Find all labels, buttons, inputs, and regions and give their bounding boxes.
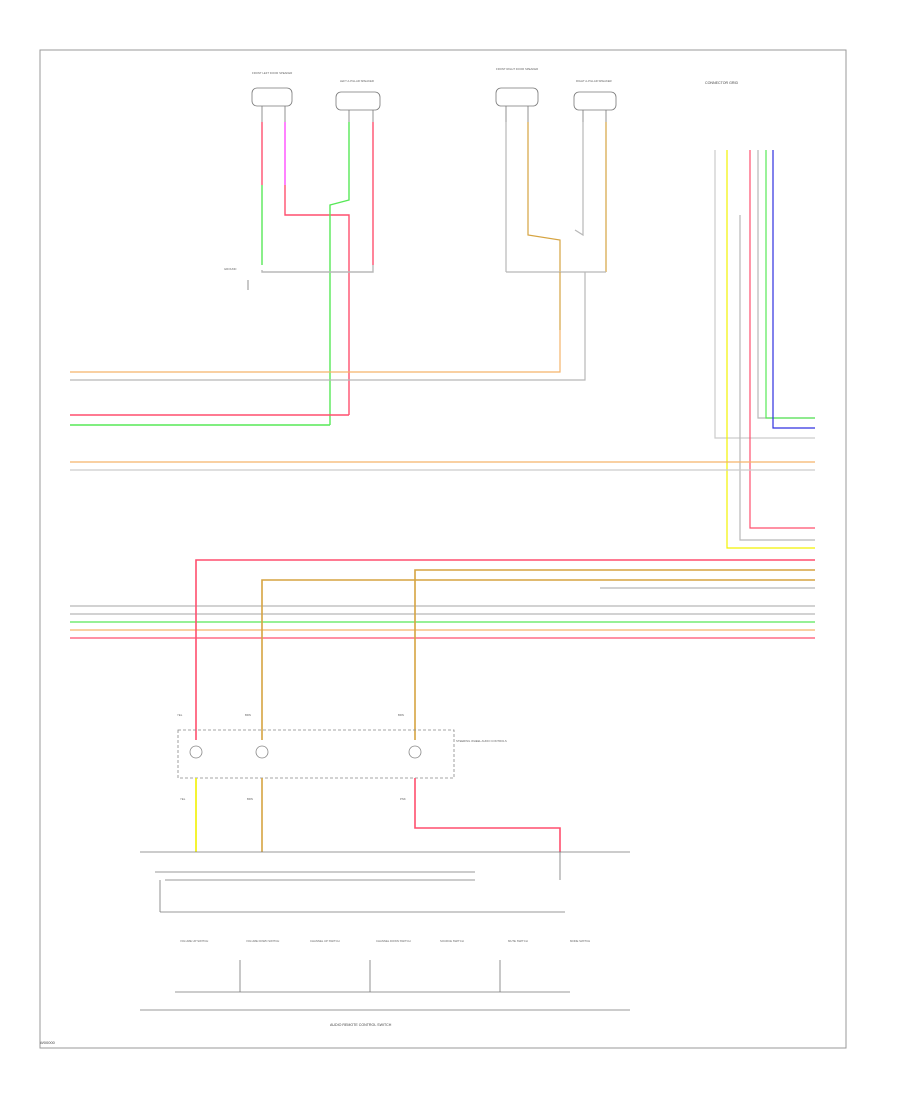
switch-label: MODE SWITCH — [570, 939, 590, 943]
module-pin-label: BRN — [398, 713, 404, 717]
module-pin-label: YEL — [180, 797, 186, 801]
module-pin-label: BRN — [245, 713, 251, 717]
module-pin-label: BRN — [247, 797, 253, 801]
module-label: STEERING WHEEL AUDIO CONTROLS — [456, 739, 507, 743]
switch-assembly — [140, 851, 630, 1011]
speaker-group-right: FRONT RIGHT DOOR SPEAKER RIGHT A-PILLAR … — [495, 67, 617, 122]
speaker-front-left-door: FRONT LEFT DOOR SPEAKER — [251, 71, 293, 122]
wires-module-output — [195, 778, 561, 852]
switch-labels: VOLUME UP SWITCH VOLUME DOWN SWITCH CHAN… — [180, 939, 590, 943]
wires-right-speakers — [70, 122, 607, 381]
switch-label: VOLUME DOWN SWITCH — [246, 939, 279, 943]
speaker-left-a-pillar: LEFT A-PILLAR SPEAKER — [335, 79, 381, 122]
switch-label: MUTE SWITCH — [508, 939, 528, 943]
speaker-label: LEFT A-PILLAR SPEAKER — [340, 79, 374, 83]
wires-horizontal-bus — [70, 461, 815, 740]
connector-title: CONNECTOR GRID — [705, 81, 738, 85]
speaker-label: FRONT LEFT DOOR SPEAKER — [252, 71, 292, 75]
ground-symbol: GROUND — [224, 267, 249, 290]
speaker-label: RIGHT A-PILLAR SPEAKER — [576, 79, 612, 83]
switch-label: CHANNEL DOWN SWITCH — [376, 939, 411, 943]
speaker-right-a-pillar: RIGHT A-PILLAR SPEAKER — [573, 79, 617, 122]
switch-label: CHANNEL UP SWITCH — [310, 939, 340, 943]
wires-left-speakers — [70, 122, 374, 426]
audio-control-module: STEERING WHEEL AUDIO CONTROLS YEL BRN BR… — [177, 713, 507, 801]
footer-code: W00000 — [40, 1040, 55, 1045]
switch-assembly-title: AUDIO REMOTE CONTROL SWITCH — [330, 1023, 392, 1027]
switch-label: VOLUME UP SWITCH — [180, 939, 208, 943]
module-pin-label: YEL — [177, 713, 183, 717]
diagram-frame — [39, 49, 847, 1049]
module-pin-label: PNK — [400, 797, 406, 801]
speaker-label: FRONT RIGHT DOOR SPEAKER — [496, 67, 538, 71]
speaker-group-left: FRONT LEFT DOOR SPEAKER LEFT A-PILLAR SP… — [251, 71, 381, 122]
switch-label: SOURCE SWITCH — [440, 939, 464, 943]
wires-right-harness — [714, 150, 815, 549]
speaker-front-right-door: FRONT RIGHT DOOR SPEAKER — [495, 67, 539, 122]
ground-label: GROUND — [224, 267, 236, 271]
